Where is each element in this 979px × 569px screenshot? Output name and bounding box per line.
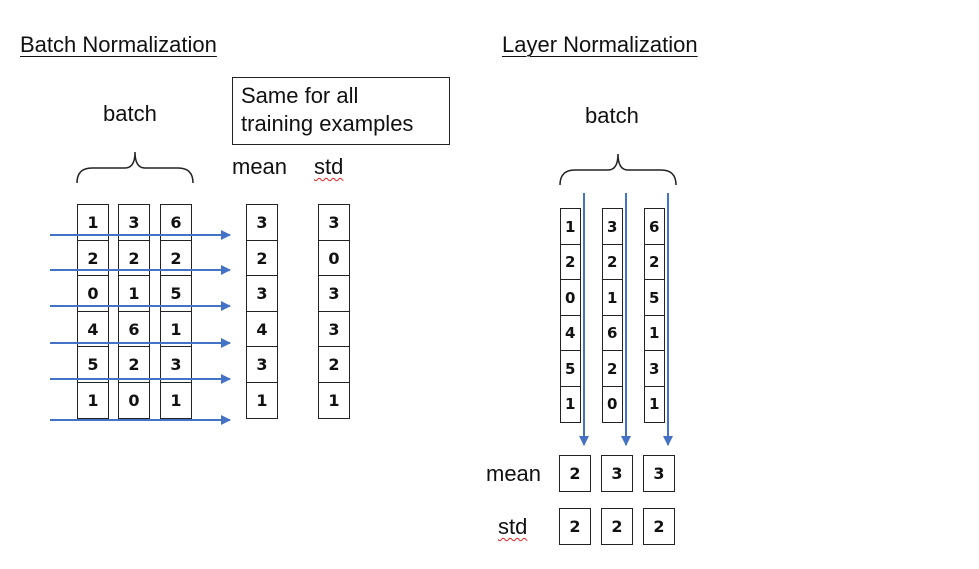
matrix-cell: 5: [644, 279, 665, 316]
matrix-cell: 6: [118, 310, 150, 348]
matrix-cell: 0: [602, 385, 623, 423]
matrix-cell: 5: [160, 275, 192, 312]
layer-norm-mean-cell-3: 3: [643, 455, 675, 492]
layer-norm-column-2: 3 2 1 6 2 0: [602, 208, 623, 423]
matrix-cell: 0: [560, 279, 581, 316]
matrix-cell: 0: [77, 275, 109, 312]
matrix-cell: 1: [644, 385, 665, 423]
matrix-cell: 3: [118, 204, 150, 241]
matrix-cell: 1: [77, 381, 109, 419]
std-cell: 2: [601, 508, 633, 545]
layer-norm-column-3: 6 2 5 1 3 1: [644, 208, 665, 423]
layer-norm-mean-cell-1: 2: [559, 455, 591, 492]
matrix-cell: 5: [560, 350, 581, 387]
matrix-cell: 6: [160, 204, 192, 241]
matrix-cell: 1: [560, 208, 581, 245]
layer-norm-mean-label: mean: [486, 461, 542, 486]
same-for-all-note: Same for all training examples: [232, 77, 450, 145]
batch-norm-mean-column: 3 2 3 4 3 1: [246, 204, 278, 419]
batch-brace-icon: [76, 151, 194, 184]
matrix-cell: 0: [118, 381, 150, 419]
matrix-cell: 2: [160, 239, 192, 277]
layer-batch-brace-icon: [559, 153, 677, 186]
mean-cell: 3: [643, 455, 675, 492]
mean-cell: 3: [601, 455, 633, 492]
matrix-cell: 4: [77, 310, 109, 348]
matrix-cell: 2: [602, 350, 623, 387]
batch-norm-column-3: 6 2 5 1 3 1: [160, 204, 192, 419]
matrix-cell: 2: [77, 239, 109, 277]
matrix-cell: 1: [602, 279, 623, 316]
std-cell: 1: [318, 381, 350, 419]
mean-cell: 3: [246, 275, 278, 312]
matrix-cell: 4: [560, 314, 581, 352]
matrix-cell: 2: [118, 346, 150, 383]
std-cell: 3: [318, 204, 350, 241]
std-cell: 2: [318, 346, 350, 383]
batch-norm-std-label: std: [314, 154, 344, 179]
batch-norm-batch-label: batch: [103, 101, 157, 126]
matrix-cell: 3: [644, 350, 665, 387]
batch-norm-mean-label: mean: [232, 154, 288, 179]
std-cell: 3: [318, 310, 350, 348]
layer-norm-std-cell-3: 2: [643, 508, 675, 545]
matrix-cell: 6: [602, 314, 623, 352]
mean-cell: 4: [246, 310, 278, 348]
layer-norm-std-label: std: [498, 514, 528, 539]
mean-cell: 3: [246, 204, 278, 241]
mean-cell: 2: [559, 455, 591, 492]
layer-norm-column-1: 1 2 0 4 5 1: [560, 208, 581, 423]
matrix-cell: 1: [160, 310, 192, 348]
note-line-2: training examples: [241, 111, 414, 136]
layer-norm-batch-label: batch: [585, 103, 639, 128]
layer-norm-mean-cell-2: 3: [601, 455, 633, 492]
layer-norm-std-cell-1: 2: [559, 508, 591, 545]
layer-norm-std-cell-2: 2: [601, 508, 633, 545]
matrix-cell: 5: [77, 346, 109, 383]
matrix-cell: 1: [77, 204, 109, 241]
mean-cell: 1: [246, 381, 278, 419]
batch-norm-title: Batch Normalization: [20, 32, 217, 57]
matrix-cell: 2: [602, 243, 623, 281]
mean-cell: 3: [246, 346, 278, 383]
std-cell: 2: [559, 508, 591, 545]
matrix-cell: 2: [560, 243, 581, 281]
matrix-cell: 1: [160, 381, 192, 419]
matrix-cell: 1: [644, 314, 665, 352]
matrix-cell: 1: [118, 275, 150, 312]
batch-norm-column-2: 3 2 1 6 2 0: [118, 204, 150, 419]
matrix-cell: 3: [160, 346, 192, 383]
matrix-cell: 1: [560, 385, 581, 423]
layer-norm-title: Layer Normalization: [502, 32, 698, 57]
batch-norm-column-1: 1 2 0 4 5 1: [77, 204, 109, 419]
matrix-cell: 3: [602, 208, 623, 245]
std-cell: 3: [318, 275, 350, 312]
note-line-1: Same for all: [241, 83, 359, 108]
batch-norm-std-column: 3 0 3 3 2 1: [318, 204, 350, 419]
std-cell: 0: [318, 239, 350, 277]
matrix-cell: 6: [644, 208, 665, 245]
std-cell: 2: [643, 508, 675, 545]
mean-cell: 2: [246, 239, 278, 277]
matrix-cell: 2: [118, 239, 150, 277]
matrix-cell: 2: [644, 243, 665, 281]
